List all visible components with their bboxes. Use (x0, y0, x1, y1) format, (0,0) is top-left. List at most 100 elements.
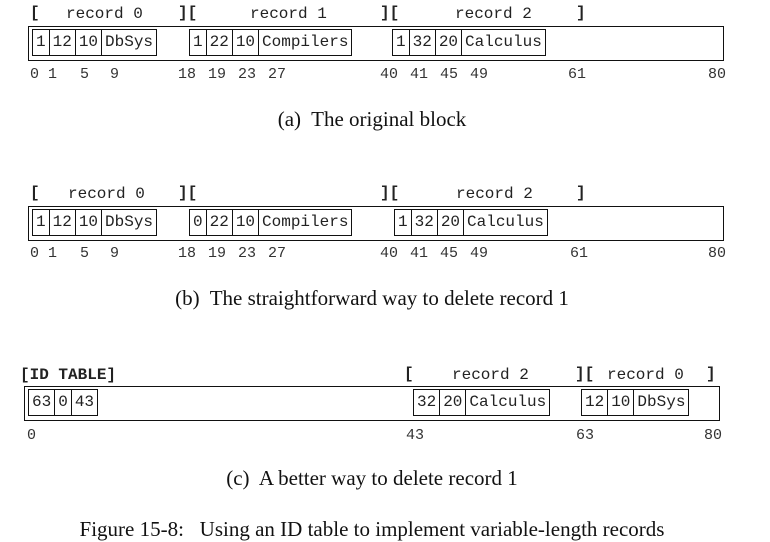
field-cell: Compilers (262, 213, 349, 231)
offset-tick: 9 (110, 245, 120, 262)
field-cell: 10 (233, 30, 260, 55)
field-cell: DbSys (637, 393, 686, 411)
offset-tick: 80 (708, 66, 727, 83)
field-cell: 10 (76, 210, 103, 235)
offset-tick: 63 (576, 427, 595, 444)
offset-tick: 19 (208, 245, 227, 262)
length-cell: 12 (50, 210, 76, 235)
length-cell: 32 (414, 390, 441, 415)
field-cell: Calculus (469, 393, 547, 411)
bracket-record-0-1: ][ (178, 184, 198, 202)
caption-a: (a) The original block (277, 107, 467, 131)
offset-tick: 49 (470, 245, 489, 262)
length-cell: 12 (582, 390, 609, 415)
offset-tick: 0 (27, 427, 37, 444)
field-cell: 10 (608, 390, 635, 415)
field-cell: 10 (76, 30, 103, 55)
offset-tick: 40 (380, 245, 399, 262)
bracket-record-2-0: ][ (575, 365, 595, 383)
offset-tick: 0 (30, 66, 40, 83)
field-cell: 20 (440, 390, 467, 415)
offset-tick: 45 (440, 245, 459, 262)
bracket-record-2-close: ] (576, 184, 586, 202)
field-cell: DbSys (105, 33, 154, 51)
offset-tick: 45 (440, 66, 459, 83)
offset-tick: 80 (708, 245, 727, 262)
offset-tick: 49 (470, 66, 489, 83)
record-2-label: record 2 (455, 5, 532, 23)
block-outline (28, 26, 724, 61)
empty-flag-cell: 0 (190, 210, 207, 235)
bracket-record-1-2: ][ (380, 184, 400, 202)
offset-tick: 43 (406, 427, 425, 444)
offset-tick: 41 (410, 66, 429, 83)
empty-flag-cell: 1 (395, 210, 412, 235)
field-cell: 10 (233, 210, 260, 235)
bracket-record-0-open: [ (30, 184, 40, 202)
field-cell: Calculus (465, 33, 542, 51)
offset-tick: 27 (268, 245, 287, 262)
length-cell: 22 (207, 210, 233, 235)
record-0-box: 1 12 10 DbSys (32, 29, 158, 56)
offset-tick: 0 (30, 245, 40, 262)
caption-c: (c) A better way to delete record 1 (226, 466, 518, 490)
id-table-box: 63 0 43 (28, 389, 99, 416)
record-0-label: record 0 (66, 5, 143, 23)
empty-flag-cell: 1 (33, 210, 50, 235)
offset-tick: 18 (178, 245, 197, 262)
id-table-entry: 0 (55, 390, 72, 415)
record-0-label: record 0 (68, 185, 145, 203)
offset-tick: 9 (110, 66, 120, 83)
offset-tick: 1 (48, 66, 58, 83)
record-2-label: record 2 (456, 185, 533, 203)
offset-tick: 80 (704, 427, 723, 444)
record-0-label: record 0 (607, 366, 684, 384)
field-cell: Calculus (467, 213, 544, 231)
empty-flag-cell: 1 (190, 30, 207, 55)
record-1-box: 0 22 10 Compilers (189, 209, 353, 236)
record-1-label: record 1 (250, 5, 327, 23)
record-2-box: 32 20 Calculus (413, 389, 551, 416)
field-cell: DbSys (105, 213, 154, 231)
id-table-label: [ID TABLE] (20, 366, 117, 384)
offset-tick: 5 (80, 66, 90, 83)
bracket-record-1-2: ][ (380, 4, 400, 22)
record-2-label: record 2 (452, 366, 529, 384)
empty-flag-cell: 1 (393, 30, 410, 55)
field-cell: 20 (436, 30, 463, 55)
record-2-box: 1 32 20 Calculus (394, 209, 548, 236)
bracket-record-2-close: ] (576, 4, 586, 22)
record-2-box: 1 32 20 Calculus (392, 29, 546, 56)
offset-tick: 41 (410, 245, 429, 262)
offset-tick: 1 (48, 245, 58, 262)
offset-tick: 61 (568, 66, 587, 83)
offset-tick: 18 (178, 66, 197, 83)
field-cell: 20 (438, 210, 465, 235)
offset-tick: 5 (80, 245, 90, 262)
block-outline (24, 386, 720, 421)
id-table-entry: 43 (74, 393, 95, 411)
bracket-record-0-close: ] (706, 365, 716, 383)
offset-tick: 19 (208, 66, 227, 83)
offset-tick: 27 (268, 66, 287, 83)
empty-flag-cell: 1 (33, 30, 50, 55)
bracket-record-2-open: [ (404, 365, 414, 383)
figure-caption: Figure 15-8: Using an ID table to implem… (79, 517, 665, 541)
block-outline (28, 206, 724, 241)
record-0-box: 12 10 DbSys (581, 389, 690, 416)
offset-tick: 40 (380, 66, 399, 83)
record-0-box: 1 12 10 DbSys (32, 209, 158, 236)
id-table-entry: 63 (29, 390, 56, 415)
length-cell: 12 (50, 30, 76, 55)
length-cell: 32 (412, 210, 438, 235)
bracket-record-0-1: ][ (178, 4, 198, 22)
length-cell: 32 (410, 30, 436, 55)
length-cell: 22 (207, 30, 233, 55)
caption-b: (b) The straightforward way to delete re… (175, 286, 569, 310)
offset-tick: 23 (238, 66, 257, 83)
bracket-record-0-open: [ (30, 4, 40, 22)
field-cell: Compilers (262, 33, 349, 51)
offset-tick: 23 (238, 245, 257, 262)
offset-tick: 61 (570, 245, 589, 262)
record-1-box: 1 22 10 Compilers (189, 29, 353, 56)
